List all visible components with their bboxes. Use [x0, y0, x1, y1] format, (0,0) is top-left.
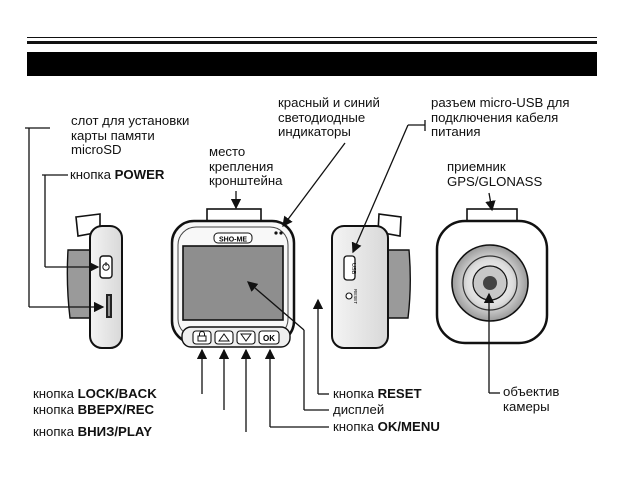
label-line: крепления — [209, 158, 274, 174]
label-line: приемник — [447, 159, 506, 174]
label-text: дисплей — [333, 402, 385, 417]
svg-text:RESET: RESET — [353, 289, 358, 304]
label-prefix: кнопка — [33, 386, 78, 401]
usb-port — [343, 255, 356, 281]
brand-logo: SHO-ME — [219, 237, 247, 244]
label-leds: красный и синий светодиодные индикаторы — [278, 95, 380, 140]
label-prefix: кнопка — [33, 402, 78, 417]
label-line: камеры — [503, 398, 550, 414]
label-line: кронштейна — [209, 173, 283, 188]
label-line: индикаторы — [278, 124, 351, 139]
label-microsd-slot: слот для установки карты памяти microSD — [71, 113, 190, 158]
label-bold: ВВЕРХ/REC — [77, 402, 155, 417]
label-reset: кнопка RESET — [333, 386, 422, 402]
label-line: разъем micro-USB для — [431, 95, 570, 110]
led-blue — [279, 231, 283, 235]
svg-text:USB: USB — [350, 263, 356, 275]
label-display: дисплей — [333, 402, 385, 418]
top-rule-thick — [27, 41, 597, 44]
label-line: GPS/GLONASS — [447, 173, 543, 189]
label-bold: POWER — [114, 167, 165, 182]
label-bold: RESET — [377, 386, 422, 401]
leader-lines — [25, 120, 500, 432]
label-prefix: кнопка — [333, 419, 378, 434]
svg-text:OK: OK — [263, 334, 275, 343]
up-rec-button[interactable] — [214, 330, 234, 345]
label-down-play: кнопка ВНИЗ/PLAY — [33, 424, 153, 440]
down-play-button[interactable] — [236, 330, 256, 345]
label-gps: приемник GPS/GLONASS — [447, 159, 543, 189]
label-bold: OK/MENU — [377, 419, 440, 434]
label-lock-back: кнопка LOCK/BACK — [33, 386, 157, 402]
label-line: подключения кабеля — [431, 109, 559, 125]
front-view: SHO-ME OK — [170, 208, 296, 348]
ok-menu-button[interactable]: OK — [258, 330, 280, 345]
reset-hole[interactable] — [345, 292, 353, 300]
label-line: питания — [431, 124, 481, 139]
label-line: светодиодные — [278, 109, 366, 125]
label-bold: LOCK/BACK — [77, 386, 157, 401]
left-side-view — [66, 213, 123, 349]
label-line: красный и синий — [278, 95, 380, 110]
top-rule-thin — [27, 37, 597, 38]
header-band — [27, 52, 597, 76]
label-line: слот для установки — [71, 113, 190, 128]
label-prefix: кнопка — [70, 167, 115, 182]
right-side-view: USB RESET — [331, 213, 411, 349]
label-prefix: кнопка — [33, 424, 78, 439]
label-line: microSD — [71, 142, 122, 157]
label-prefix: кнопка — [333, 386, 378, 401]
label-bold: ВНИЗ/PLAY — [77, 424, 153, 439]
label-mount: место крепления кронштейна — [209, 144, 283, 189]
label-up-rec: кнопка ВВЕРХ/REC — [33, 402, 155, 418]
label-usb-port: разъем micro-USB для подключения кабеля … — [431, 95, 570, 140]
label-line: объектив — [503, 384, 560, 399]
led-red — [274, 231, 278, 235]
rear-view — [435, 208, 549, 345]
display-screen — [182, 245, 284, 321]
lock-back-button[interactable] — [192, 330, 212, 345]
label-line: место — [209, 144, 246, 159]
label-ok-menu: кнопка OK/MENU — [333, 419, 440, 435]
label-line: карты памяти — [71, 127, 155, 143]
label-lens: объектив камеры — [503, 384, 560, 414]
label-power-button: кнопка POWER — [70, 167, 165, 183]
power-button[interactable] — [99, 255, 113, 279]
